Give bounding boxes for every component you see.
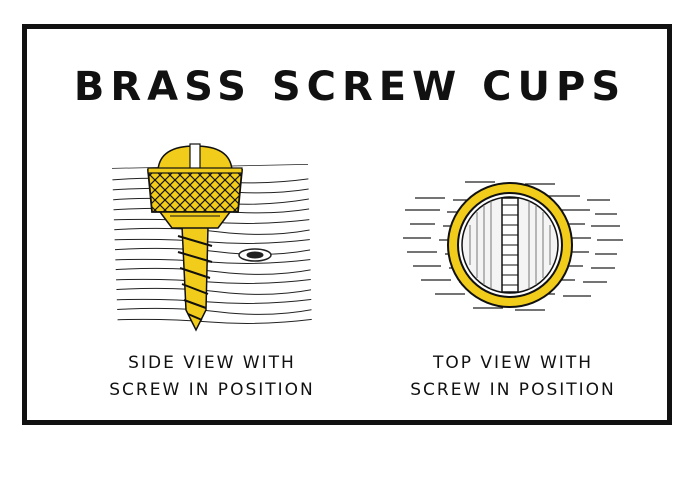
- side-view-caption-line2: SCREW IN POSITION: [109, 380, 315, 400]
- top-view-caption-line2: SCREW IN POSITION: [410, 380, 616, 400]
- screw-cup-side-icon: [112, 143, 312, 332]
- screw-cup-top-icon: [403, 181, 623, 311]
- diagram-title: BRASS SCREW CUPS: [73, 64, 627, 110]
- side-view-caption-line1: SIDE VIEW WITH: [128, 353, 296, 373]
- top-view-caption: TOP VIEW WITH SCREW IN POSITION: [373, 350, 653, 404]
- side-view-caption: SIDE VIEW WITH SCREW IN POSITION: [72, 350, 352, 404]
- side-view-illustration: [100, 140, 330, 340]
- top-view-caption-line1: TOP VIEW WITH: [432, 353, 593, 373]
- top-view-illustration: [395, 170, 625, 320]
